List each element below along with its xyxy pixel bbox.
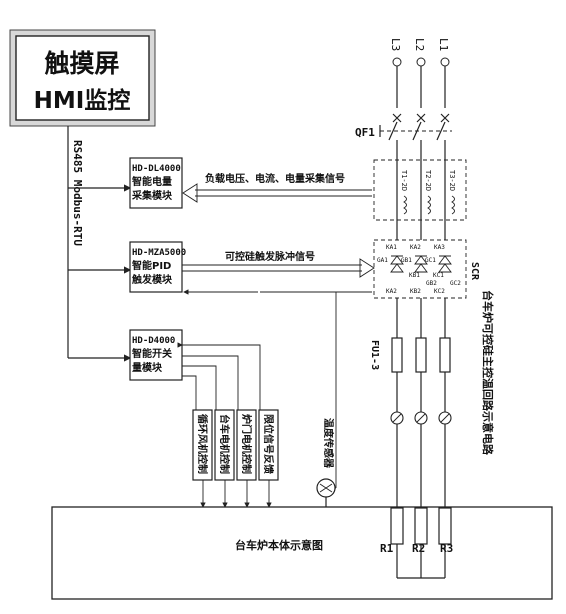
hmi-title-line2: HMI监控 <box>34 87 131 114</box>
fuse-label: FU1-3 <box>369 340 380 370</box>
control-output-2: 台车电机控制 <box>214 409 235 481</box>
module-2-name-2: 触发模块 <box>131 273 173 286</box>
module-3-name-2: 量模块 <box>132 361 163 374</box>
module-1-model: HD-DL4000 <box>132 164 181 174</box>
furnace-body: 台车炉本体示意图 <box>51 506 553 600</box>
breaker-label: QF1 <box>355 126 375 139</box>
temp-sensor-label: 温度传感器 <box>322 418 335 469</box>
control-output-3: 炉门电机控制 <box>236 409 257 481</box>
scr-mid-2: KC1 <box>433 272 444 279</box>
module-2-model: HD-MZA5000 <box>132 248 186 258</box>
fuse-2 <box>415 337 427 373</box>
phase-label-l1: L1 <box>437 38 450 51</box>
resistor-r2 <box>414 507 428 545</box>
resistor-r3 <box>438 507 452 545</box>
scr-bottom-gate-1: GB2 <box>426 280 437 287</box>
module-pid-trigger: HD-MZA5000 智能PID 触发模块 <box>129 241 186 293</box>
resistor-label-1: R1 <box>380 542 394 555</box>
load-signal-arrow: 负载电压、电流、电量采集信号 <box>182 172 372 203</box>
current-transformers: T1-2D T2-2D T3-2D <box>373 159 467 240</box>
control-output-4-label: 限位信号反馈 <box>262 414 275 474</box>
control-output-4: 限位信号反馈 <box>258 409 279 481</box>
scr-gate-3: GC1 <box>425 257 436 264</box>
trigger-signal-arrow: 可控硅触发脉冲信号 <box>182 250 375 278</box>
fuse-3 <box>439 337 451 373</box>
circuit-title: 台车炉可控硅主控温回路示意电路 <box>481 290 495 456</box>
resistor-label-2: R2 <box>412 542 425 555</box>
scr-thyristors: SCR KA1 KA2 KA3 GA1 GB1 GC1 KB1 KC1 GB2 … <box>373 239 480 299</box>
scr-bottom-1: KA2 <box>386 288 397 295</box>
load-circuit: FU1-3 R1 R2 R3 <box>369 298 453 579</box>
scr-top-1: KA1 <box>386 244 397 251</box>
resistor-label-3: R3 <box>440 542 453 555</box>
trigger-signal-label: 可控硅触发脉冲信号 <box>225 250 315 263</box>
control-output-lines <box>177 342 272 508</box>
load-signal-label: 负载电压、电流、电量采集信号 <box>205 172 345 185</box>
scr-gate-2: GB1 <box>401 257 412 264</box>
phase-label-l3: L3 <box>389 38 402 51</box>
phase-label-l2: L2 <box>413 38 426 51</box>
control-output-2-label: 台车电机控制 <box>218 414 231 474</box>
resistor-r1 <box>390 507 404 545</box>
fuse-1 <box>391 337 403 373</box>
hmi-touchscreen: 触摸屏 HMI监控 <box>9 29 156 127</box>
bus-label: RS485 Modbus-RTU <box>71 140 84 246</box>
scr-top-2: KA2 <box>410 244 421 251</box>
control-output-1: 循环风机控制 <box>192 409 213 481</box>
scr-gate-1: GA1 <box>377 257 388 264</box>
module-3-name-1: 智能开关 <box>132 347 172 360</box>
scr-bottom-2: KB2 <box>410 288 421 295</box>
ct-label-1: T1-2D <box>400 170 408 191</box>
control-output-1-label: 循环风机控制 <box>196 414 209 474</box>
scr-top-3: KA3 <box>434 244 445 251</box>
scr-mid-1: KB1 <box>409 272 420 279</box>
module-1-name-2: 采集模块 <box>131 189 173 202</box>
module-3-model: HD-D4000 <box>132 336 175 346</box>
scr-bottom-3: KC2 <box>434 288 445 295</box>
temperature-sensor: 温度传感器 <box>316 292 337 520</box>
ct-label-3: T3-2D <box>448 170 456 191</box>
module-2-name-1: 智能PID <box>132 259 171 272</box>
module-power-acquisition: HD-DL4000 智能电量 采集模块 <box>129 157 183 209</box>
hmi-title-line1: 触摸屏 <box>44 49 119 78</box>
module-switch-io: HD-D4000 智能开关 量模块 <box>129 329 183 381</box>
ct-label-2: T2-2D <box>424 170 432 191</box>
scr-bottom-gate-2: GC2 <box>450 280 461 287</box>
phase-supply: L3 L2 L1 <box>389 38 450 108</box>
furnace-label: 台车炉本体示意图 <box>235 538 323 552</box>
breaker-qf1: QF1 <box>355 113 452 165</box>
control-output-3-label: 炉门电机控制 <box>240 414 253 474</box>
module-1-name-1: 智能电量 <box>132 175 172 188</box>
scr-label: SCR <box>469 262 480 281</box>
